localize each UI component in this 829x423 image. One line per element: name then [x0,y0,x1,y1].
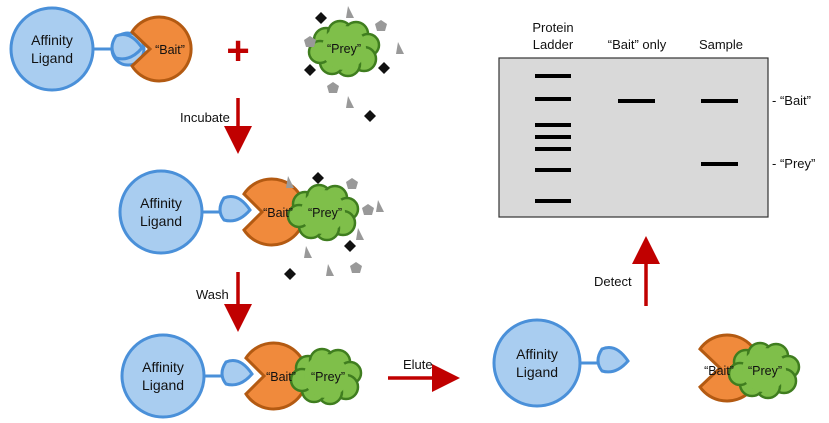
ligand-label-line2: Ligand [142,377,184,393]
ligand-label-line1: Affinity [31,32,73,48]
eluted-complex: “Bait” “Prey” [698,333,801,403]
contaminant-pentagon [362,204,374,215]
complex-1: Affinity Ligand “Bait” [9,6,193,92]
complex-2: Affinity Ligand “Bait” “Prey” [118,169,384,280]
contaminant-triangle [346,6,354,18]
detect-label: Detect [594,274,632,289]
contaminant-triangle [346,96,354,108]
gel-panel: Protein Ladder “Bait” only Sample - “Bai… [498,20,815,218]
affinity-ligand [492,318,582,408]
bait-label: “Bait” [155,43,185,57]
ligand-label-line2: Ligand [140,213,182,229]
affinity-ligand [118,169,204,255]
ladder-bands [535,74,571,203]
prey-label: “Prey” [311,370,345,384]
contaminant-pentagon [350,262,362,273]
ligand-tag [218,195,252,223]
incubate-label: Incubate [180,110,230,125]
ligand-tag [220,359,254,387]
bait-label: “Bait” [266,370,296,384]
contaminant-diamond [364,110,376,122]
contaminant-diamond [378,62,390,74]
ligand-label-line1: Affinity [140,195,182,211]
ladder-header-line2: Ladder [533,37,574,52]
ligand-tag [596,346,630,374]
sample-header: Sample [699,37,743,52]
contaminant-diamond [315,12,327,24]
eluted-ligand: Affinity Ligand [492,318,630,408]
contaminant-triangle [326,264,334,276]
affinity-ligand [120,333,206,419]
prey-label: “Prey” [327,42,361,56]
contaminant-pentagon [375,20,387,31]
contaminant-triangle [356,228,364,240]
bait-label: “Bait” [263,206,293,220]
contaminant-pentagon [327,82,339,93]
prey-mixture-1: “Prey” [304,6,404,122]
ligand-label-line2: Ligand [31,50,73,66]
prey-label: “Prey” [308,206,342,220]
contaminant-diamond [284,268,296,280]
wash-label: Wash [196,287,229,302]
contaminant-triangle [304,246,312,258]
ligand-label-line1: Affinity [516,346,558,362]
bait-protein [130,15,193,83]
contaminant-diamond [344,240,356,252]
affinity-ligand [9,6,95,92]
prey-label: “Prey” [748,364,782,378]
bait-label: “Bait” [704,364,734,378]
elute-label: Elute [403,357,433,372]
prey-band-label: - “Prey” [772,156,815,171]
contaminant-triangle [376,200,384,212]
bait-only-header: “Bait” only [608,37,667,52]
ligand-label-line1: Affinity [142,359,184,375]
plus-sign: + [226,29,249,73]
contaminant-triangle [286,176,294,188]
ligand-label-line2: Ligand [516,364,558,380]
contaminant-pentagon [346,178,358,189]
complex-3: Affinity Ligand “Bait” “Prey” [120,333,363,419]
contaminant-pentagon [304,36,316,47]
contaminant-diamond [304,64,316,76]
contaminant-diamond [312,172,324,184]
contaminant-triangle [396,42,404,54]
ladder-header-line1: Protein [532,20,573,35]
bait-band-label: - “Bait” [772,93,811,108]
